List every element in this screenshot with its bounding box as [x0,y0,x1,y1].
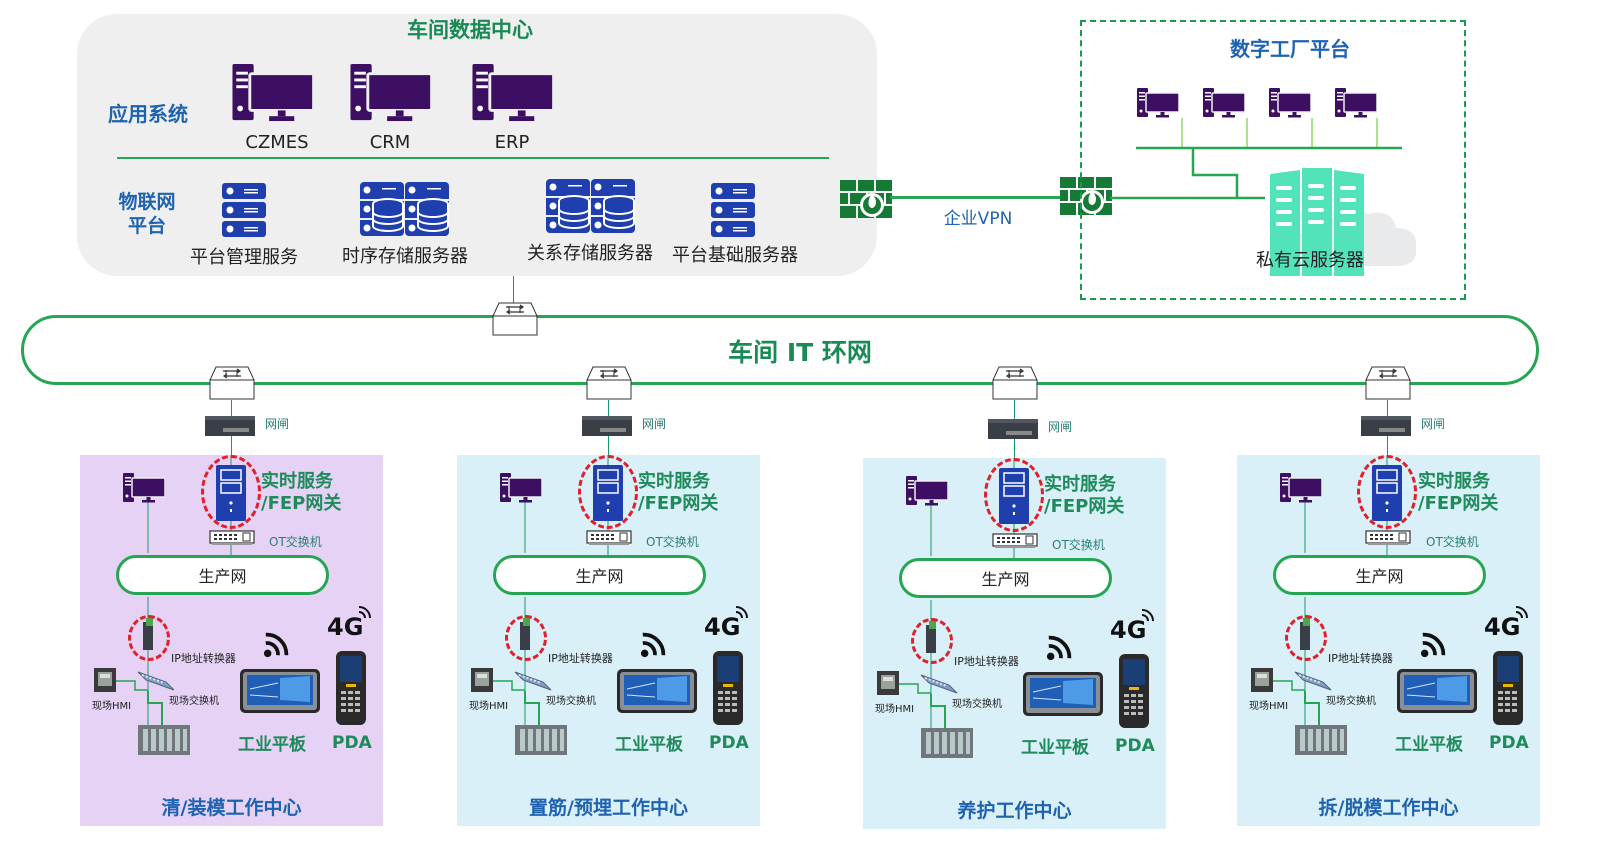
ip-converter-label: IP地址转换器 [171,652,236,665]
vpn-link-line [890,196,1062,199]
industrial-tablet-label: 工业平板 [1395,735,1463,755]
cellular-4g-label: 4G [1484,613,1521,641]
app-label-czmes: CZMES [245,132,309,153]
ip-converter-highlight-circle [1285,615,1327,661]
fep-label: 实时服务 /FEP网关 [638,471,718,515]
fep-label-line2: /FEP网关 [1418,493,1499,514]
data-center-uplink [513,276,514,306]
service-label-relational-storage: 关系存储服务器 [527,243,653,264]
pda-handheld-icon[interactable] [1493,651,1523,725]
ip-converter-label: IP地址转换器 [548,652,613,665]
fep-label-line2: /FEP网关 [1044,496,1125,517]
fep-highlight-circle [201,455,261,529]
production-network: 生产网 [493,555,706,595]
digital-factory-title: 数字工厂平台 [1230,37,1350,61]
cellular-4g-label: 4G [704,613,741,641]
ot-switch-icon[interactable] [1365,530,1411,546]
pda-label: PDA [332,733,372,753]
fep-label: 实时服务 /FEP网关 [1044,474,1124,518]
gateway-label: 网闸 [1421,417,1446,431]
signal-waves-icon [1514,606,1528,622]
industrial-tablet-icon[interactable] [1397,668,1477,714]
field-switch-label: 现场交换机 [952,699,1002,710]
field-switch-icon[interactable] [1293,670,1333,692]
data-center-divider [117,157,829,159]
uplink-line [608,400,609,485]
uplink-line [1014,400,1015,488]
service-label-platform-base: 平台基础服务器 [672,245,798,266]
plc-controller-icon[interactable] [1295,725,1347,755]
production-network: 生产网 [1273,555,1486,595]
industrial-tablet-label: 工业平板 [238,735,306,755]
ot-switch-label: OT交换机 [646,535,699,549]
uplink-line [1387,400,1388,485]
app-label-crm: CRM [369,132,411,153]
pda-label: PDA [1489,733,1529,753]
industrial-tablet-label: 工业平板 [1021,738,1089,758]
ot-switch-label: OT交换机 [1426,535,1479,549]
it-ring-title: 车间 IT 环网 [728,338,872,367]
fep-label-line1: 实时服务 [1044,474,1116,495]
wifi-icon [1420,630,1448,658]
gateway-label: 网闸 [642,417,667,431]
field-hmi-label: 现场HMI [1249,701,1289,712]
app-label-erp: ERP [494,132,530,153]
cellular-4g-label: 4G [327,613,364,641]
production-network: 生产网 [116,555,329,595]
app-system-label: 应用系统 [108,102,188,126]
service-label-platform-management: 平台管理服务 [190,247,298,268]
industrial-tablet-label: 工业平板 [615,735,683,755]
field-hmi-icon[interactable] [1251,668,1273,692]
field-switch-label: 现场交换机 [1326,696,1376,707]
cellular-4g-label: 4G [1110,616,1147,644]
work-center-title: 养护工作中心 [957,800,1072,822]
fep-highlight-circle [1357,455,1417,529]
fep-highlight-circle [578,455,638,529]
field-switch-label: 现场交换机 [546,696,596,707]
zone-workstation-icon[interactable] [1279,473,1323,503]
iot-platform-label-line2: 平台 [127,215,166,237]
fep-label-line2: /FEP网关 [261,493,342,514]
ot-switch-label: OT交换机 [269,535,322,549]
fep-label-line2: /FEP网关 [638,493,719,514]
fep-label-line1: 实时服务 [638,471,710,492]
uplink-line [231,400,232,485]
fep-highlight-circle [984,458,1044,532]
gateway-label: 网闸 [1048,420,1073,434]
fep-label-line1: 实时服务 [261,471,333,492]
fep-label-line1: 实时服务 [1418,471,1490,492]
work-center-title: 置筋/预埋工作中心 [529,797,688,819]
ip-converter-highlight-circle [505,615,547,661]
service-label-timeseries-storage: 时序存储服务器 [342,246,468,267]
field-hmi-label: 现场HMI [469,701,509,712]
fep-label: 实时服务 /FEP网关 [261,471,341,515]
work-center-title: 拆/脱模工作中心 [1318,797,1459,819]
work-center-title: 清/装模工作中心 [161,797,302,819]
ot-switch-label: OT交换机 [1052,538,1105,552]
ip-converter-label: IP地址转换器 [1328,652,1393,665]
ip-converter-label: IP地址转换器 [954,655,1019,668]
field-hmi-label: 现场HMI [875,704,915,715]
vpn-label: 企业VPN [943,209,1013,229]
production-network: 生产网 [899,558,1112,598]
field-hmi-label: 现场HMI [92,701,132,712]
pda-label: PDA [1115,736,1155,756]
private-cloud-label: 私有云服务器 [1256,250,1364,271]
ip-converter-highlight-circle [911,618,953,664]
ip-converter-highlight-circle [128,615,170,661]
fep-label: 实时服务 /FEP网关 [1418,471,1498,515]
data-center-title: 车间数据中心 [407,18,533,42]
workshop-it-ring-network [21,315,1539,385]
iot-platform-label: 物联网 平台 [108,190,186,238]
digital-factory-platform-box [1080,20,1466,300]
gateway-label: 网闸 [265,417,290,431]
pda-label: PDA [709,733,749,753]
iot-platform-label-line1: 物联网 [118,191,176,213]
field-switch-label: 现场交换机 [169,696,219,707]
